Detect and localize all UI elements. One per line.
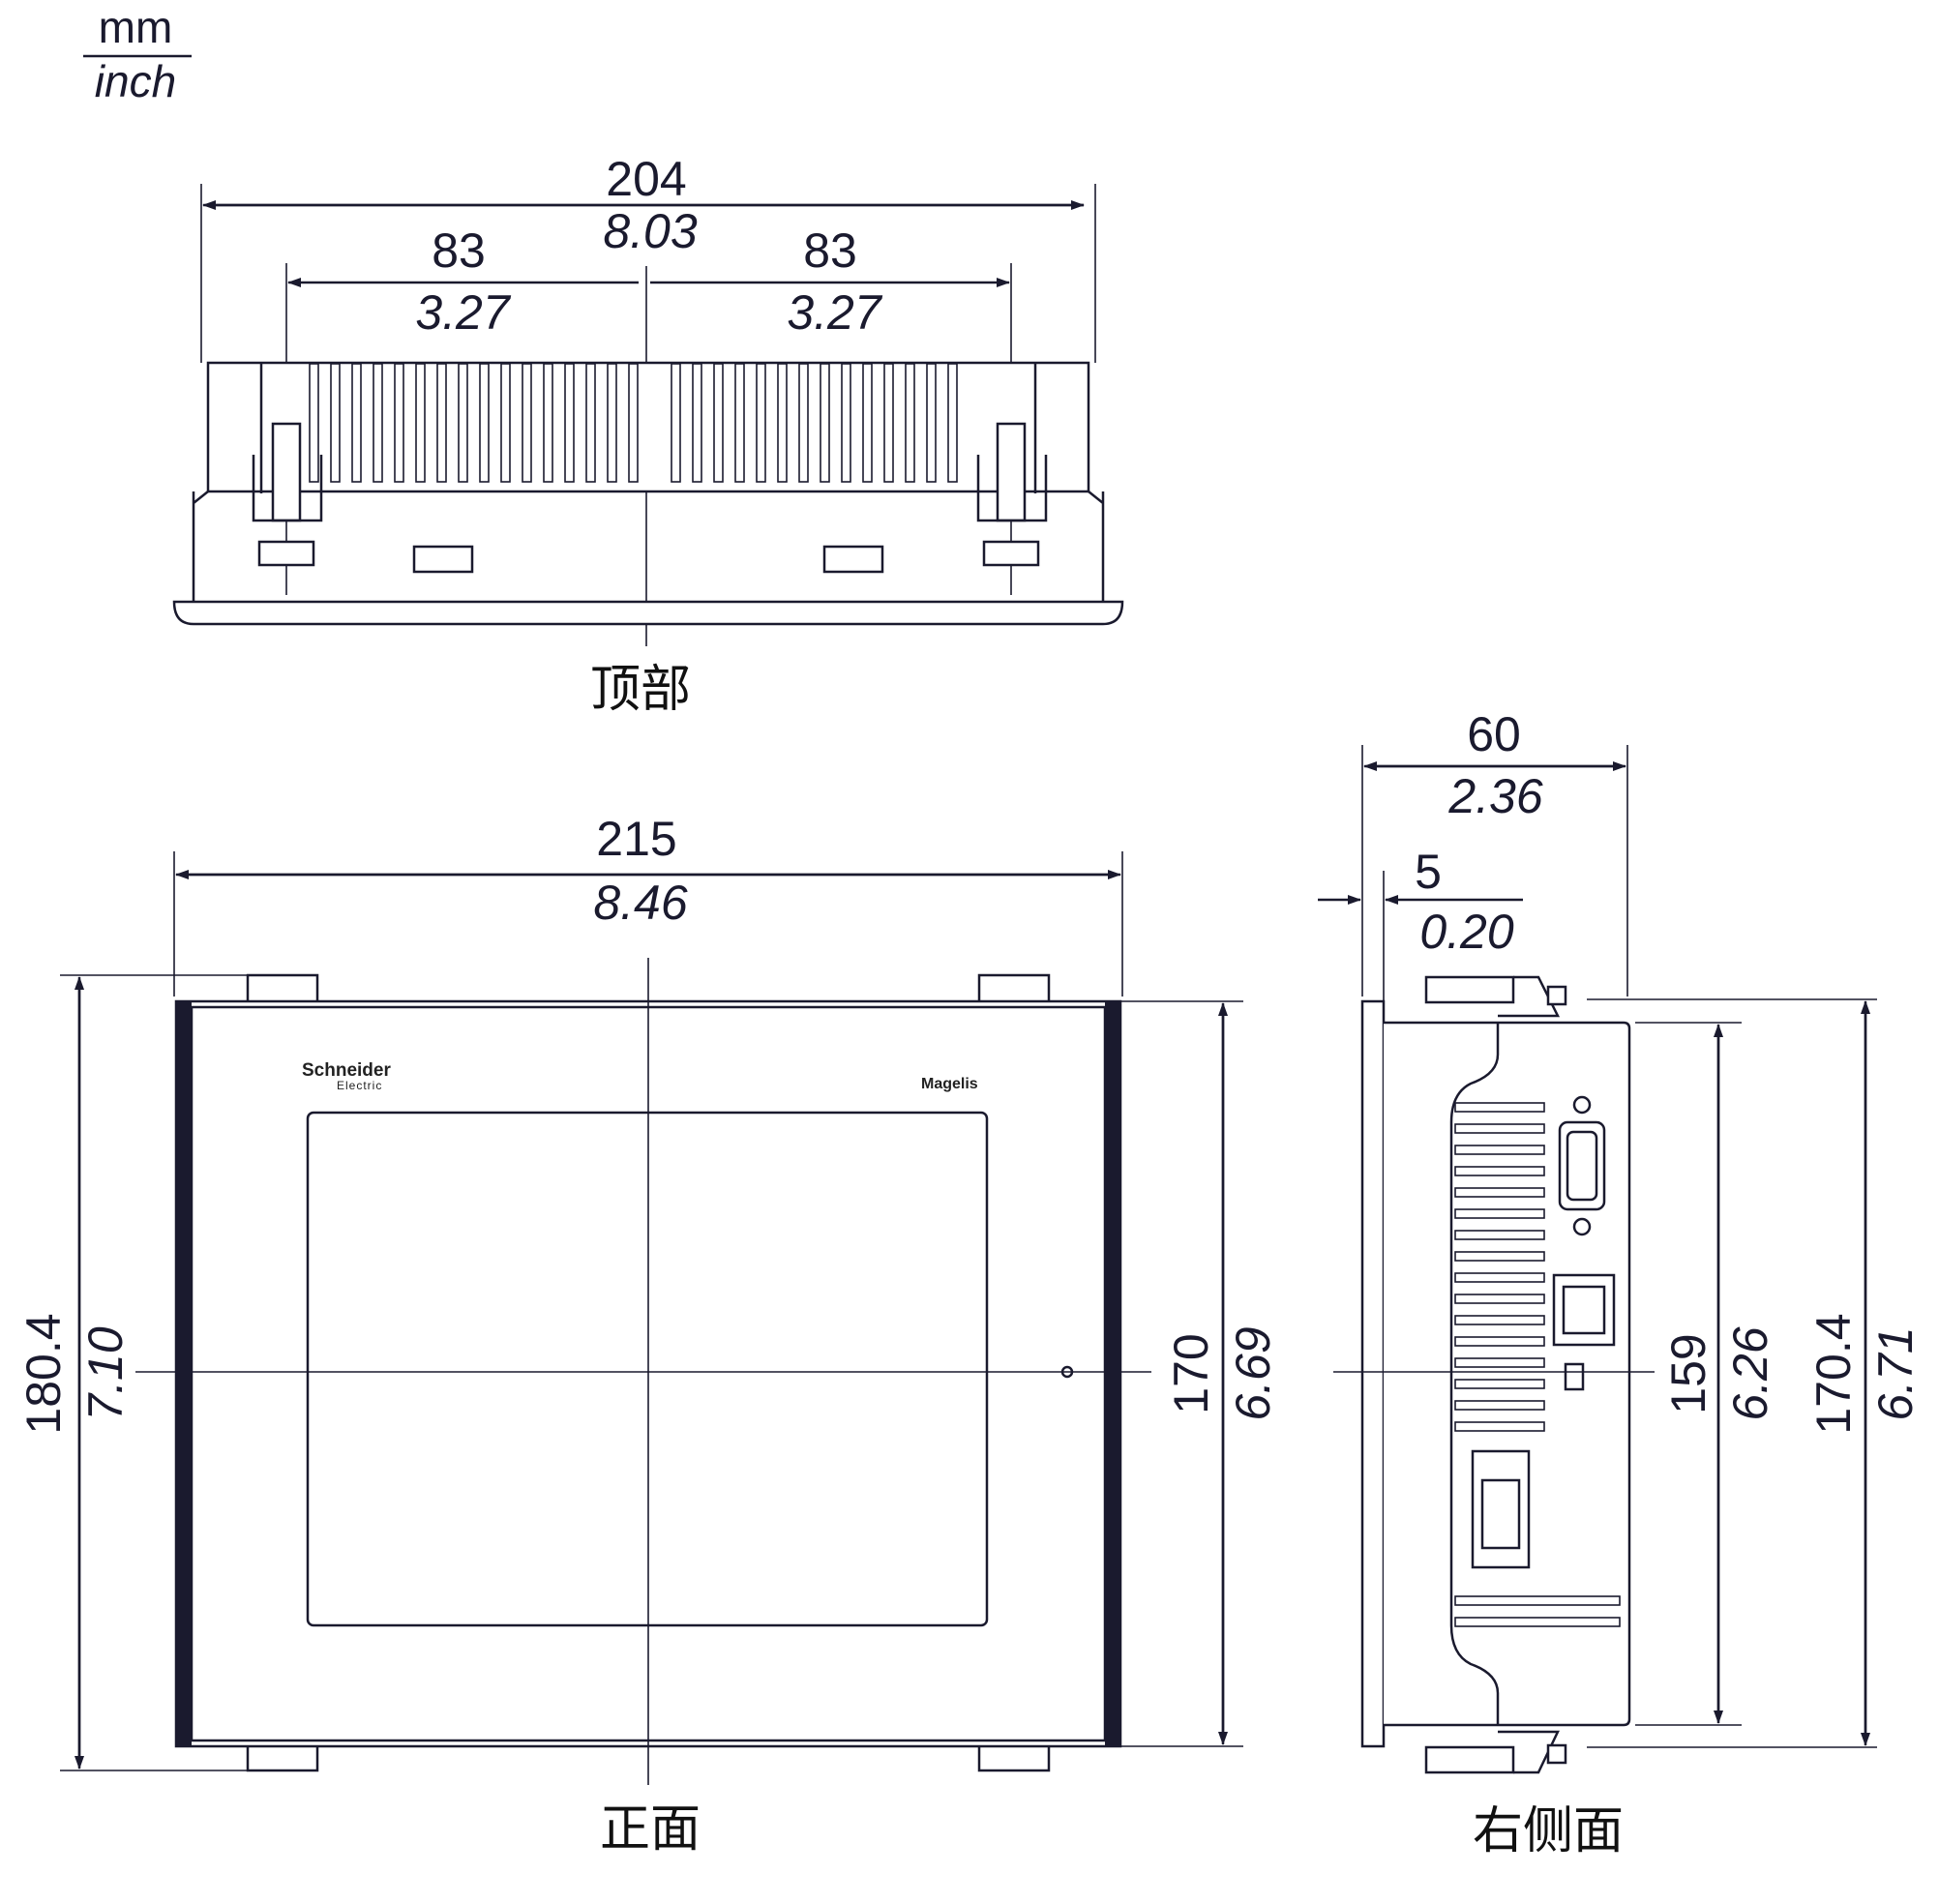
side-vents [1454,1102,1621,1627]
unit-legend: mm inch [83,2,192,106]
bracket-top-left [246,973,319,1006]
vent-slot [1454,1421,1545,1432]
brand-magelis: Magelis [921,1076,978,1092]
vent-slot [1454,1294,1545,1304]
front-bezel-height-inch: 6.69 [1226,1326,1280,1420]
vent-slot [1454,1617,1621,1627]
serial-port [1558,1095,1606,1236]
vent-slot [1454,1379,1545,1389]
vent-slot [1454,1357,1545,1368]
tab-window-left [412,545,474,574]
vent-slot [1454,1145,1545,1155]
vent-slot [1454,1187,1545,1198]
brand-electric: Electric [337,1079,382,1092]
front-total-height-mm: 180.4 [16,1313,71,1434]
vent-slot [1454,1272,1545,1283]
bezel-thickness-inch: 0.20 [1419,905,1514,959]
vent-slot [309,363,319,483]
vent-slot [479,363,490,483]
top-clip-left [252,422,323,567]
vent-slot [820,363,830,483]
ethernet-port [1552,1273,1616,1347]
front-view: 215 8.46 Schneider Electric Magelis 180.… [16,812,1280,1859]
top-view: 204 8.03 83 3.27 83 3.27 [172,152,1124,719]
vent-slot [607,363,617,483]
vent-slot [883,363,894,483]
front-bezel-height-mm: 170 [1164,1333,1218,1413]
vent-slot [1454,1336,1545,1347]
vent-slot [671,363,681,483]
vent-slot [798,363,809,483]
vent-slot [458,363,468,483]
vent-slot [415,363,426,483]
top-overall-mm: 204 [606,152,686,206]
vent-slot [1454,1230,1545,1240]
vent-slot [351,363,362,483]
usb-port [1564,1362,1585,1391]
top-bezel [172,600,1124,626]
vent-slot [1454,1166,1545,1176]
vent-slot [373,363,383,483]
front-view-label: 正面 [600,1800,701,1859]
vent-slot [947,363,958,483]
right-clip-inch: 3.27 [787,285,883,340]
side-view-label: 右侧面 [1473,1802,1624,1860]
brand-schneider: Schneider [302,1060,391,1081]
vent-slot [926,363,937,483]
vent-slot [1454,1123,1545,1134]
top-overall-inch: 8.03 [603,204,698,258]
vent-slot [628,363,639,483]
top-clip-right [976,422,1048,567]
vent-slot [713,363,724,483]
unit-mm: mm [99,2,173,52]
vent-slot [394,363,404,483]
bezel-thickness-mm: 5 [1415,845,1442,899]
vent-slot [692,363,702,483]
side-clip-bottom [1424,1730,1567,1774]
vent-slot [756,363,766,483]
front-total-height-inch: 7.10 [78,1326,133,1421]
side-depth-inch: 2.36 [1447,769,1543,823]
vent-slot [436,363,447,483]
vent-slot [841,363,851,483]
vent-slot [1454,1208,1545,1219]
side-bezel [1360,999,1386,1748]
left-clip-mm: 83 [432,223,486,278]
front-width-inch: 8.46 [593,876,688,930]
vent-slot [734,363,745,483]
power-connector [1471,1449,1531,1569]
vent-slot [1454,1315,1545,1325]
vent-slot [905,363,915,483]
side-view: 60 2.36 5 0.20 [1318,707,1923,1860]
unit-inch: inch [95,56,176,106]
vent-slot [1454,1251,1545,1262]
front-screen [306,1111,989,1627]
side-body-height-mm: 159 [1661,1333,1715,1413]
left-clip-inch: 3.27 [415,285,512,340]
vent-slot [1454,1400,1545,1411]
front-width-mm: 215 [596,812,676,866]
side-clip-top [1424,975,1567,1018]
vent-slot [585,363,596,483]
side-total-height-mm: 170.4 [1806,1313,1861,1434]
side-body-height-inch: 6.26 [1723,1326,1777,1421]
top-vents [309,363,958,483]
right-clip-mm: 83 [803,223,857,278]
tab-window-right [822,545,884,574]
vent-slot [1454,1102,1545,1113]
vent-slot [500,363,511,483]
side-total-height-inch: 6.71 [1868,1326,1923,1420]
vent-slot [1454,1595,1621,1606]
side-depth-mm: 60 [1467,707,1521,761]
vent-slot [777,363,788,483]
vent-slot [862,363,873,483]
vent-slot [564,363,575,483]
vent-slot [543,363,553,483]
bracket-top-right [977,973,1051,1006]
vent-slot [330,363,341,483]
top-view-label: 顶部 [590,661,691,719]
vent-slot [522,363,532,483]
